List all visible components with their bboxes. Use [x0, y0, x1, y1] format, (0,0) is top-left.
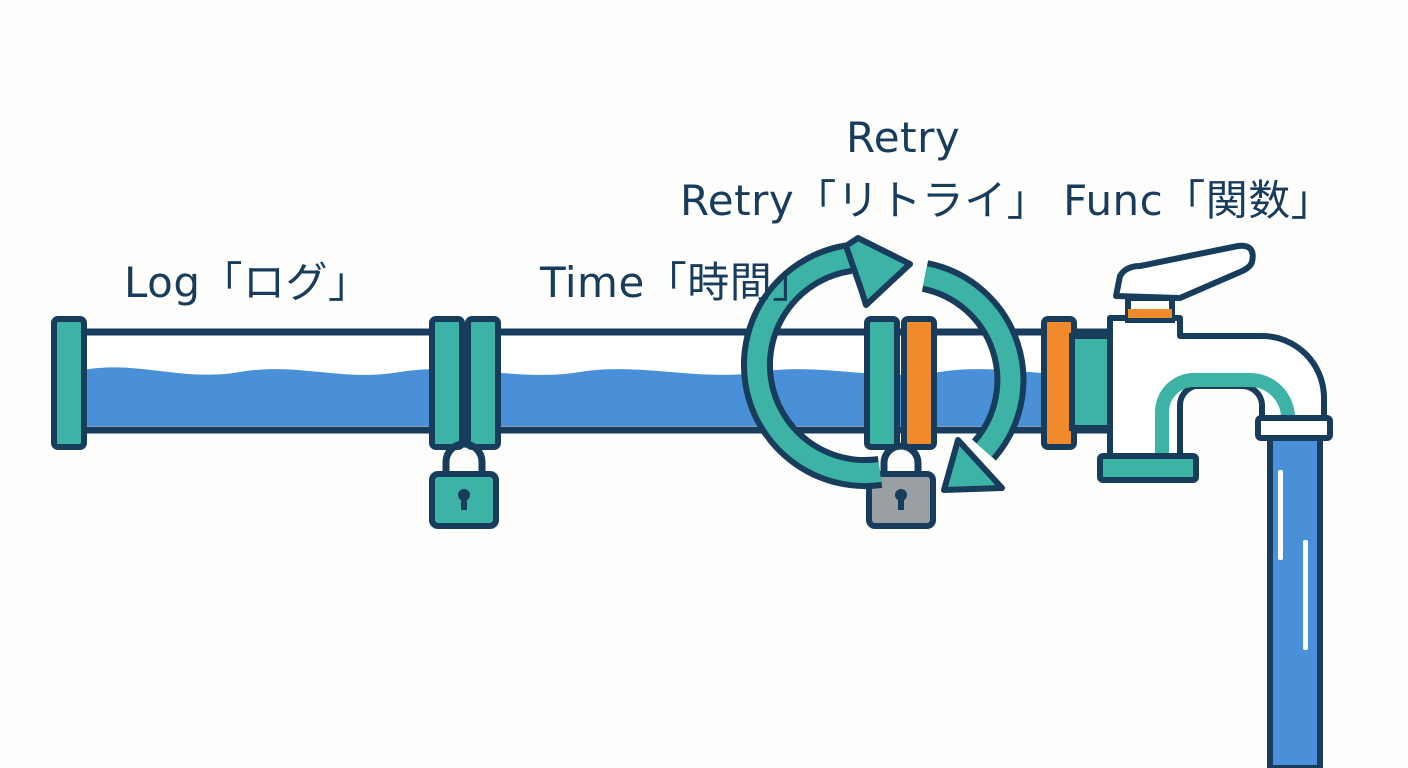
- label-retry-func: Retry「リトライ」 Func「関数」: [680, 176, 1334, 225]
- faucet-icon: [1069, 242, 1333, 768]
- pipe-joint-2: [864, 316, 937, 450]
- padlock-icon-grey: [866, 442, 936, 529]
- pipe-end-cap: [51, 316, 87, 450]
- pipe-body: [74, 328, 1122, 434]
- pipe-joint-1: [429, 316, 501, 450]
- padlock-icon: [429, 440, 499, 529]
- water-stream: [1267, 435, 1323, 768]
- label-retry-top: Retry: [846, 113, 961, 162]
- retry-cycle-icon: [740, 235, 1027, 493]
- label-log: Log「ログ」: [124, 258, 371, 307]
- pipe-water: [82, 367, 1114, 426]
- label-time: Time「時間」: [540, 258, 815, 307]
